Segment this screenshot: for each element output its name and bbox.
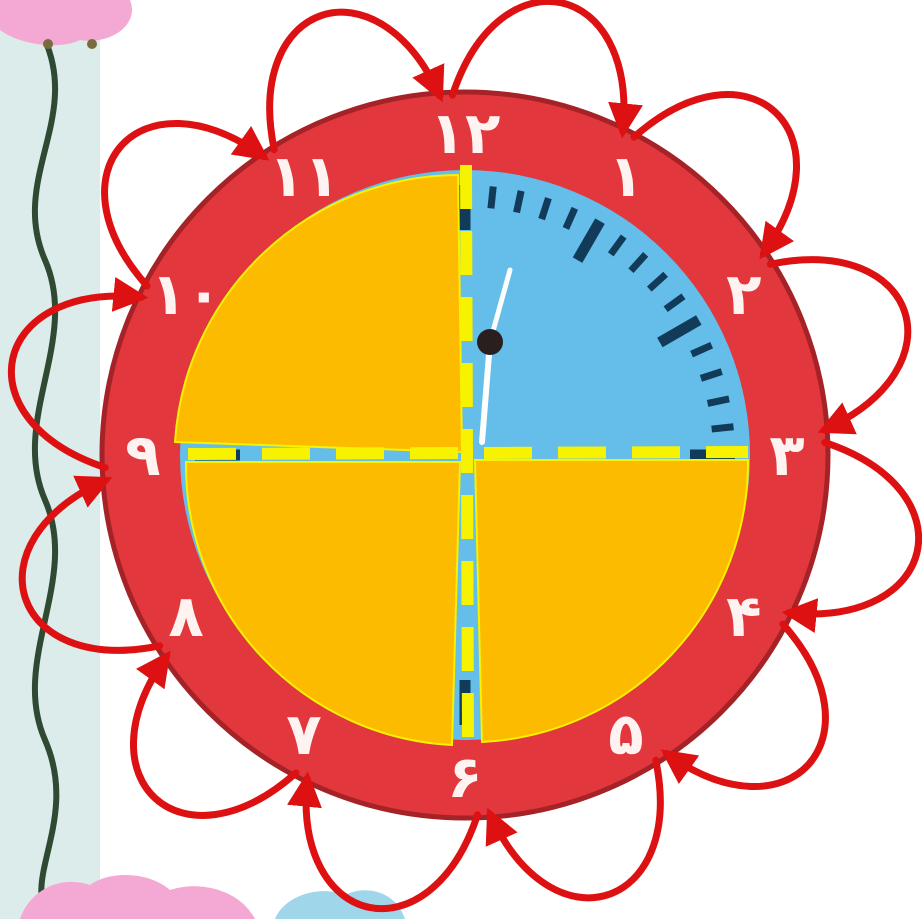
hour-numeral: ۶ <box>447 743 482 811</box>
hour-numeral: ۱۰ <box>151 260 222 328</box>
hour-numeral: ۱۱ <box>269 142 340 210</box>
minute-tick <box>708 399 730 404</box>
hour-numeral: ۲ <box>726 260 761 328</box>
hand-pivot <box>477 329 503 355</box>
flower-bud-right <box>87 39 97 49</box>
hour-numeral: ۵ <box>608 700 643 768</box>
minute-tick <box>517 191 522 213</box>
hour-numeral: ۱ <box>608 142 643 210</box>
hour-numeral: ۸ <box>168 582 203 650</box>
hour-numeral: ۴ <box>726 582 761 650</box>
hour-numeral: ۷ <box>286 700 321 768</box>
hour-numeral: ۱۲ <box>430 99 501 167</box>
minute-tick <box>712 427 734 429</box>
flower-bud-left <box>43 39 53 49</box>
minute-tick <box>491 186 493 208</box>
vertical-divider <box>466 165 468 745</box>
hour-numeral: ۹ <box>125 421 160 489</box>
hour-numeral: ۳ <box>769 421 804 489</box>
flower-top-left <box>0 0 132 45</box>
